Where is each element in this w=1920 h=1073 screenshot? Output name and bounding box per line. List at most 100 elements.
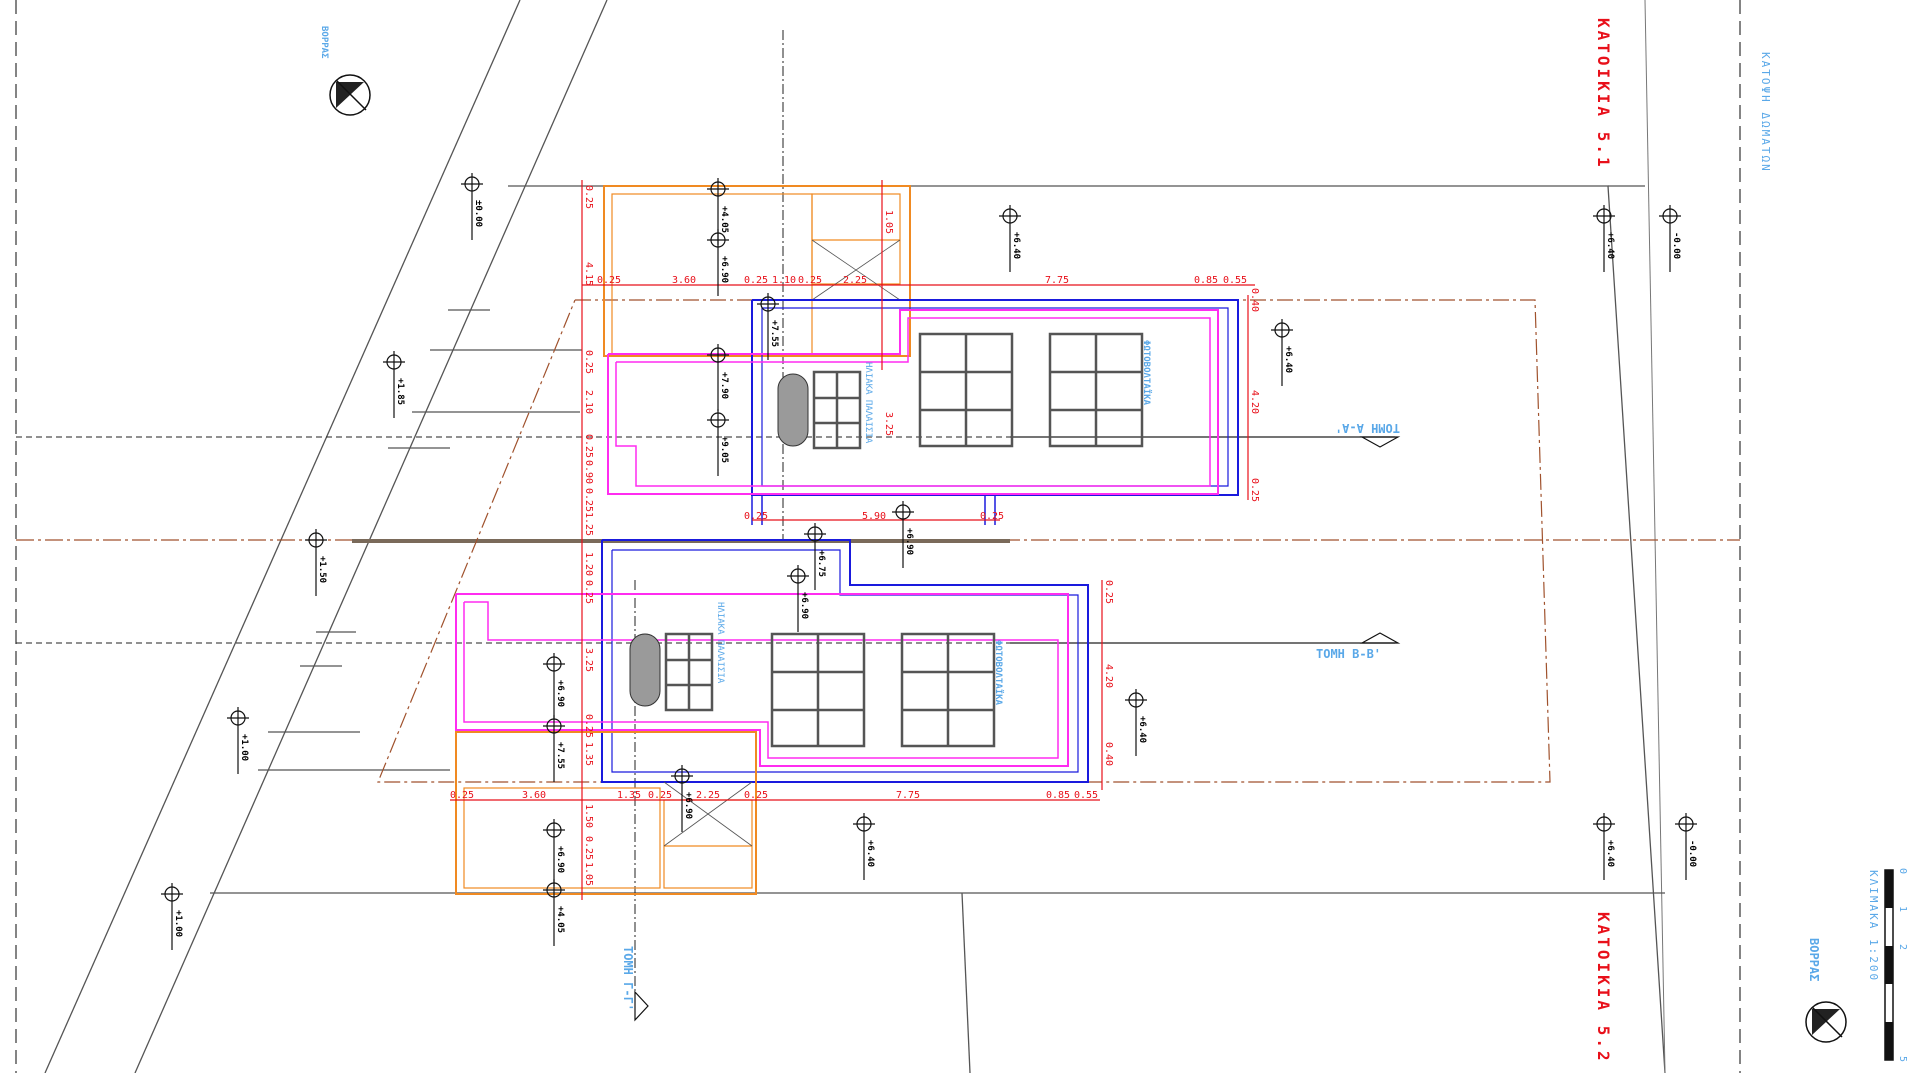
pv-label-2: ΦΩΤΟΒΟΛΤΑΪΚΑ (993, 640, 1004, 706)
north-arrow-bottom (1805, 1001, 1847, 1043)
dim-text: 5.90 (862, 511, 886, 522)
dim-text: 0.25 (583, 434, 594, 458)
house-label-5-1: ΚΑΤΟΙΚΙΑ 5.1 (1594, 18, 1613, 170)
level-text: +6.75 (816, 550, 826, 577)
dim-text: 0.25 (583, 580, 594, 604)
level-text: +6.40 (1137, 716, 1147, 743)
dim-text: 4.20 (1103, 664, 1114, 688)
level-text: +6.90 (719, 256, 729, 283)
old-tank-label-1: ΗΛΙΑΚΑ ΠΑΛΑΙΣΙΑ (863, 362, 873, 444)
dim-text: 0.25 (1249, 478, 1260, 502)
dim-text: 2.10 (583, 390, 594, 414)
dim-text: 0.25 (597, 275, 621, 286)
level-text: +6.40 (1283, 346, 1293, 373)
house-label-5-2: ΚΑΤΟΙΚΙΑ 5.2 (1594, 912, 1613, 1064)
dim-text: 0.55 (1223, 275, 1247, 286)
dim-text: 0.25 (583, 714, 594, 738)
level-text: +7.55 (555, 742, 565, 769)
level-text: -0.00 (1671, 232, 1681, 259)
dim-text: 2.25 (696, 790, 720, 801)
level-texts: ±0.00 +4.05 +6.90 +7.55 +7.90 +9.05 +6.4… (173, 200, 1697, 937)
pv-label-1: ΦΩΤΟΒΟΛΤΑΪΚΑ (1141, 340, 1152, 406)
level-text: +6.90 (799, 592, 809, 619)
north-label-bottom: ΒΟΡΡΑΣ (1807, 938, 1821, 981)
dim-text: 0.25 (798, 275, 822, 286)
dim-text: 0.85 (1194, 275, 1218, 286)
dim-text: 0.25 (583, 488, 594, 512)
level-text: +6.90 (555, 680, 565, 707)
dimension-lines (450, 180, 1255, 900)
dim-text: 0.90 (583, 460, 594, 484)
dim-text: 3.60 (522, 790, 546, 801)
envelope-outline (377, 299, 1551, 783)
dim-text: 3.25 (883, 412, 894, 436)
sheet-frame (15, 0, 1741, 1073)
dim-text: 4.15 (583, 262, 594, 286)
dim-text: 0.25 (583, 350, 594, 374)
section-aa-label: ΤΟΜΗ Α-Α' (1335, 421, 1400, 435)
level-text: +4.05 (555, 906, 565, 933)
dim-text: 0.25 (980, 511, 1004, 522)
dim-text: 1.20 (583, 552, 594, 576)
dim-text: 1.35 (583, 742, 594, 766)
dimension-texts-5-2: 0.25 3.60 1.35 0.25 2.25 0.25 7.75 0.85 … (450, 552, 1114, 886)
dim-text: 1.25 (583, 512, 594, 536)
level-text: +1.00 (239, 734, 249, 761)
section-bb-label: ΤΟΜΗ Β-Β' (1316, 647, 1381, 661)
scale-text: ΚΛΙΜΑΚΑ 1:200 (1867, 870, 1880, 982)
level-text: +6.40 (865, 840, 875, 867)
dim-text: 0.25 (648, 790, 672, 801)
dim-text: 4.20 (1249, 390, 1260, 414)
dim-text: 1.50 (583, 804, 594, 828)
dim-text: 0.25 (450, 790, 474, 801)
level-markers (161, 173, 1697, 950)
level-text: +6.90 (904, 528, 914, 555)
dim-text: 0.40 (1103, 742, 1114, 766)
level-text: +1.00 (173, 910, 183, 937)
dim-text: 0.25 (1103, 580, 1114, 604)
plan-title: ΚΑΤΟΨΗ ΔΩΜΑΤΩΝ (1759, 52, 1772, 173)
level-text: +1.50 (317, 556, 327, 583)
plot-boundary-lines (44, 0, 1666, 1073)
north-label-top: ΒΟΡΡΑΣ (319, 26, 329, 59)
level-text: +6.40 (1605, 840, 1615, 867)
level-text: -0.00 (1687, 840, 1697, 867)
scale-tick: 0 (1897, 868, 1908, 874)
north-arrow-top (329, 74, 371, 116)
level-text: +7.90 (719, 372, 729, 399)
level-text: +4.05 (719, 206, 729, 233)
dim-text: 0.25 (744, 511, 768, 522)
annotations: ΒΟΡΡΑΣ ΒΟΡΡΑΣ ΚΑΤΟΙΚΙΑ 5.1 ΚΑΤΟΙΚΙΑ 5.2 … (319, 18, 1821, 1064)
dim-text: 1.35 (617, 790, 641, 801)
level-text: +7.55 (769, 320, 779, 347)
section-gg-label: ΤΟΜΗ Γ-Γ' (621, 946, 635, 1011)
dim-text: 1.05 (583, 862, 594, 886)
level-text: +6.40 (1011, 232, 1021, 259)
dim-text: 2.25 (843, 275, 867, 286)
level-text: +6.90 (683, 792, 693, 819)
scale-tick: 1 (1897, 906, 1908, 912)
level-text: ±0.00 (473, 200, 483, 227)
old-tank-label-2: ΗΛΙΑΚΑ ΠΑΛΑΙΣΙΑ (715, 602, 725, 684)
level-text: +6.90 (555, 846, 565, 873)
dim-text: 0.25 (583, 836, 594, 860)
dim-text: 0.25 (744, 790, 768, 801)
dim-text: 7.75 (1045, 275, 1069, 286)
level-text: +1.85 (395, 378, 405, 405)
dim-text: 7.75 (896, 790, 920, 801)
building-5-1 (603, 185, 1239, 525)
dim-text: 3.60 (672, 275, 696, 286)
level-text: +9.05 (719, 436, 729, 463)
scale-tick: 5 (1897, 1056, 1908, 1062)
dim-text: 3.25 (583, 648, 594, 672)
scale-tick: 2 (1897, 944, 1908, 950)
dim-text: 0.25 (744, 275, 768, 286)
scale-bar: 0 1 2 5 ΚΛΙΜΑΚΑ 1:200 (1867, 868, 1908, 1062)
dim-text: 0.25 (583, 185, 594, 209)
dimension-texts-5-1: 0.25 3.60 0.25 1.10 0.25 2.25 7.75 0.85 … (583, 185, 1260, 536)
dim-text: 1.05 (883, 210, 894, 234)
building-5-2 (455, 539, 1089, 895)
section-markers (634, 436, 1401, 1022)
dim-text: 1.10 (772, 275, 796, 286)
level-text: +6.40 (1605, 232, 1615, 259)
